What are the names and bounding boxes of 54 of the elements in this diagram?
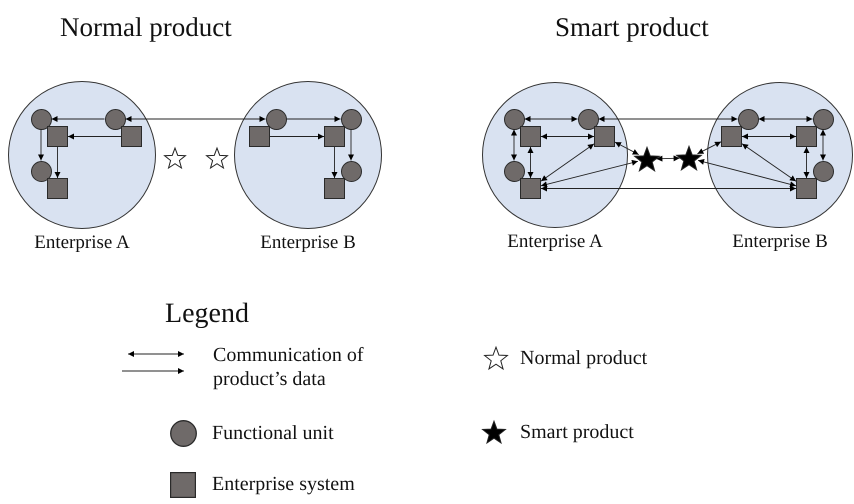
enterprise-system-square	[594, 126, 615, 147]
arrow	[528, 146, 534, 178]
arrow	[614, 142, 640, 156]
enterprise-system-square	[47, 178, 68, 199]
legend-text: Functional unit	[212, 421, 335, 445]
enterprise-system-square	[249, 126, 270, 147]
star-icon	[164, 147, 186, 169]
legend-text: Communication of product’s data	[213, 343, 365, 391]
enterprise-system-square	[324, 126, 345, 147]
arrow	[54, 146, 60, 178]
arrow	[696, 141, 722, 154]
arrow	[540, 186, 796, 192]
arrow	[524, 116, 578, 122]
arrow	[540, 134, 594, 140]
legend-text: Normal product	[520, 346, 648, 370]
enterprise-system-square	[721, 126, 742, 147]
enterprise-label: Enterprise B	[259, 232, 357, 255]
enterprise-label: Enterprise A	[506, 231, 604, 254]
arrow	[270, 134, 324, 140]
enterprise-system-square	[520, 178, 541, 199]
legend-text: Enterprise system	[212, 472, 356, 496]
arrow	[51, 116, 105, 122]
arrow	[698, 159, 796, 188]
arrow	[540, 160, 638, 188]
enterprise-system-square	[47, 126, 68, 147]
legend-text: Smart product	[520, 420, 635, 444]
arrow	[656, 155, 680, 162]
arrow	[38, 129, 44, 161]
enterprise-system-square	[121, 126, 142, 147]
heading: Smart product	[555, 12, 709, 44]
enterprise-label: Enterprise B	[731, 231, 829, 254]
star-icon	[634, 146, 660, 172]
arrow	[125, 116, 266, 122]
arrow	[742, 143, 796, 182]
arrow	[820, 129, 826, 161]
arrow	[68, 134, 122, 140]
arrow	[804, 146, 810, 178]
arrow	[511, 129, 517, 161]
heading: Legend	[165, 298, 249, 330]
star-icon	[206, 147, 228, 169]
enterprise-system-square	[520, 126, 541, 147]
enterprise-system-square	[796, 126, 817, 147]
enterprise-system-square	[324, 178, 345, 199]
heading: Normal product	[60, 12, 232, 44]
arrow	[540, 143, 594, 182]
arrow	[286, 116, 341, 122]
arrow	[742, 134, 796, 140]
arrow	[598, 116, 738, 122]
enterprise-label: Enterprise A	[33, 232, 131, 255]
arrow	[332, 146, 338, 178]
enterprise-system-square	[796, 178, 817, 199]
arrow	[348, 129, 354, 161]
arrow	[758, 116, 813, 122]
star-icon	[676, 145, 702, 171]
